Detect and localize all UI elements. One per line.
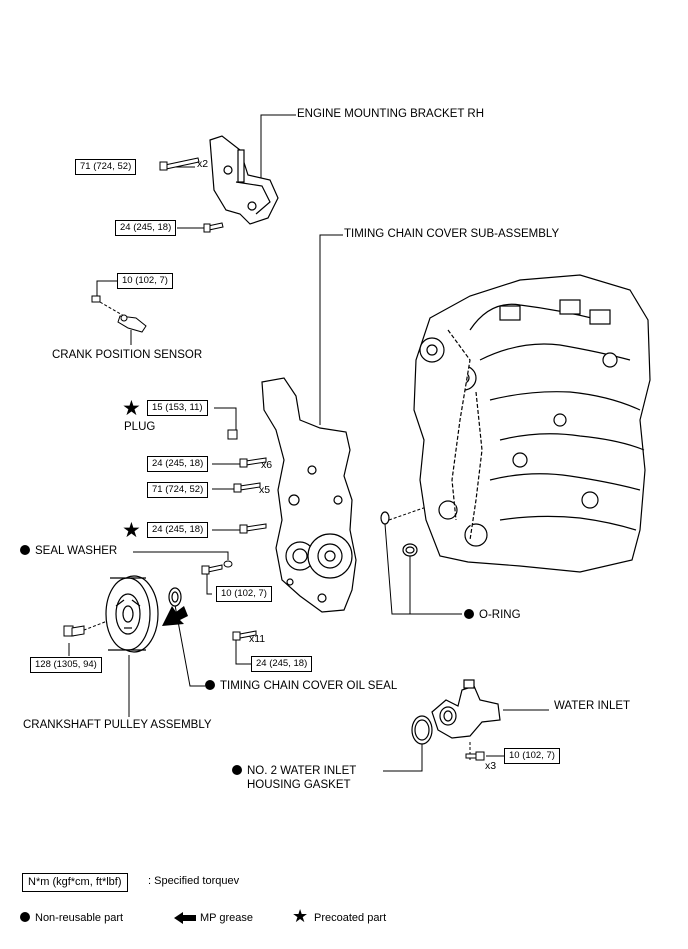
timing-cover-bolts xyxy=(201,429,267,641)
dash-crank-sensor xyxy=(99,301,125,317)
non-reusable-dot-icon xyxy=(20,912,30,922)
non-reusable-dot-icon xyxy=(464,609,474,619)
precoated-legend-star-icon: ★ xyxy=(292,906,309,926)
o-ring-parts xyxy=(380,511,418,557)
gasket-part xyxy=(411,715,433,745)
label-engine-mounting-bracket: ENGINE MOUNTING BRACKET RH xyxy=(297,108,484,120)
qty-cover-x6: x6 xyxy=(261,459,273,471)
leader-bracket xyxy=(260,114,296,178)
water-inlet-bolt-part xyxy=(465,751,485,761)
oil-seal-text: TIMING CHAIN COVER OIL SEAL xyxy=(220,680,398,692)
oil-seal-part xyxy=(168,587,182,607)
torque-crank-sensor: 10 (102, 7) xyxy=(117,273,173,289)
label-oil-seal: TIMING CHAIN COVER OIL SEAL xyxy=(205,680,397,693)
legend-torque-unit: N*m (kgf*cm, ft*lbf) xyxy=(22,873,128,892)
torque-seal-washer-bolt: 10 (102, 7) xyxy=(216,586,272,602)
non-reusable-dot-icon xyxy=(232,765,242,775)
label-gasket: NO. 2 WATER INLET xyxy=(232,765,356,778)
legend-precoated: Precoated part xyxy=(314,912,387,924)
gasket-text-line1: NO. 2 WATER INLET xyxy=(247,765,357,777)
non-reusable-dot-icon xyxy=(205,680,215,690)
qty-cover-x5: x5 xyxy=(259,484,271,496)
legend-non-reusable: Non-reusable part xyxy=(20,912,123,925)
torque-cover-x6: 24 (245, 18) xyxy=(147,456,209,472)
torque-plug: 15 (153, 11) xyxy=(147,400,208,416)
leader-plug xyxy=(214,407,237,432)
label-crank-position-sensor: CRANK POSITION SENSOR xyxy=(52,349,203,361)
torque-bracket-bolt-lower: 24 (245, 18) xyxy=(115,220,177,236)
leader-crank-sensor-bolt xyxy=(96,280,118,298)
leader-gasket xyxy=(383,738,423,772)
legend-non-reusable-text: Non-reusable part xyxy=(35,912,124,924)
timing-chain-cover-part xyxy=(261,377,357,613)
mp-grease-legend-arrow-icon xyxy=(174,912,196,924)
torque-cover-x11: 24 (245, 18) xyxy=(251,656,313,672)
leader-o-ring xyxy=(384,523,462,615)
leader-cover-x11 xyxy=(235,638,252,665)
torque-bracket-bolt-upper: 71 (724, 52) xyxy=(75,159,137,175)
precoated-star-icon: ★ xyxy=(122,397,141,420)
engine-mounting-bracket-part xyxy=(209,135,279,225)
qty-bracket: x2 xyxy=(197,158,209,170)
legend-mp-grease: MP grease xyxy=(200,912,253,924)
legend-torque-desc: : Specified torquev xyxy=(148,875,240,887)
label-o-ring: O-RING xyxy=(464,609,521,622)
pulley-bolt-part xyxy=(63,625,85,637)
water-inlet-part xyxy=(431,679,501,739)
label-plug: PLUG xyxy=(124,421,156,433)
torque-pulley-bolt: 128 (1305, 94) xyxy=(30,657,102,673)
crank-position-sensor-part xyxy=(91,295,147,333)
precoated-star-icon: ★ xyxy=(122,519,141,542)
engine-block-part xyxy=(413,274,651,573)
leader-seal-washer xyxy=(133,551,229,560)
seal-washer-text: SEAL WASHER xyxy=(35,545,118,557)
label-timing-chain-cover: TIMING CHAIN COVER SUB-ASSEMBLY xyxy=(344,228,560,240)
leader-oil-seal xyxy=(174,604,205,687)
bracket-bolts xyxy=(159,157,224,233)
qty-water-inlet: x3 xyxy=(485,760,497,772)
torque-water-inlet-bolt: 10 (102, 7) xyxy=(504,748,560,764)
crankshaft-pulley-part xyxy=(105,575,159,653)
label-seal-washer: SEAL WASHER xyxy=(20,545,117,558)
o-ring-text: O-RING xyxy=(479,609,521,621)
non-reusable-dot-icon xyxy=(20,545,30,555)
label-crankshaft-pulley: CRANKSHAFT PULLEY ASSEMBLY xyxy=(23,719,212,731)
mp-grease-arrow-icon xyxy=(162,606,188,626)
leader-seal-washer-bolt xyxy=(206,574,212,595)
qty-cover-x11: x11 xyxy=(249,633,266,645)
leader-timing-cover xyxy=(319,234,343,425)
label-gasket-line2: HOUSING GASKET xyxy=(247,779,351,791)
torque-cover-precoated: 24 (245, 18) xyxy=(147,522,209,538)
torque-cover-x5: 71 (724, 52) xyxy=(147,482,209,498)
label-water-inlet: WATER INLET xyxy=(554,700,631,712)
